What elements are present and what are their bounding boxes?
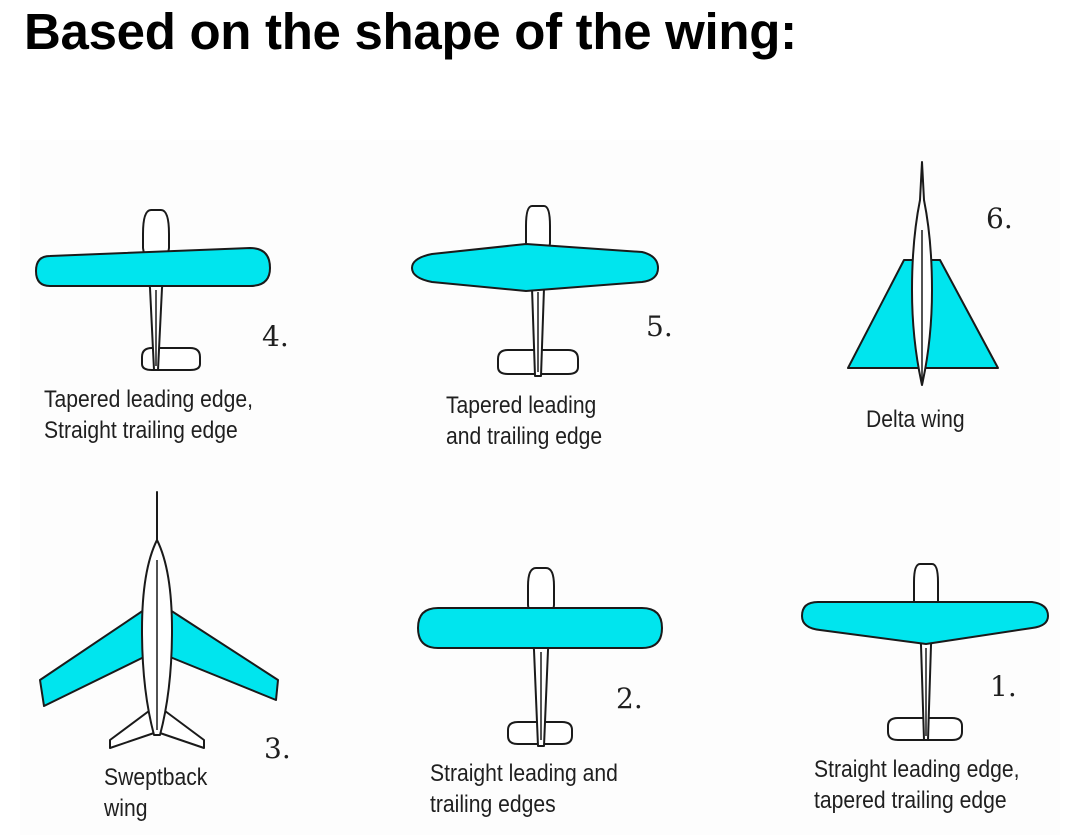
plane-3-sweptback-wing xyxy=(39,491,279,749)
caption-plane-3: Sweptback wing xyxy=(104,762,207,824)
plane-5-tapered-wing xyxy=(411,205,659,377)
planform-number-2: 2. xyxy=(616,682,643,715)
left-wing xyxy=(39,609,145,707)
caption-line-1: Sweptback xyxy=(104,764,208,791)
plane-1-tapered-trailing-edge xyxy=(801,563,1049,741)
caption-line-1: Straight leading edge, xyxy=(814,756,1020,783)
page-title: Based on the shape of the wing: xyxy=(24,3,797,60)
caption-line-1: Delta wing xyxy=(866,406,965,433)
caption-plane-5: Tapered leading and trailing edge xyxy=(446,390,602,452)
caption-plane-6: Delta wing xyxy=(866,404,965,435)
caption-line-1: Tapered leading edge, xyxy=(44,386,254,413)
caption-line-2: wing xyxy=(104,795,148,822)
caption-line-2: and trailing edge xyxy=(446,423,603,450)
caption-line-2: tapered trailing edge xyxy=(814,787,1007,814)
caption-line-2: trailing edges xyxy=(430,791,556,818)
right-wing xyxy=(169,609,279,701)
wing xyxy=(417,607,663,649)
planform-drawings xyxy=(35,161,1049,749)
caption-plane-1: Straight leading edge, tapered trailing … xyxy=(814,754,1019,816)
planform-number-5: 5. xyxy=(646,310,673,343)
wing xyxy=(411,243,659,292)
plane-4-straight-trailing-edge xyxy=(35,209,271,371)
wing xyxy=(801,601,1049,645)
wing-planform-diagram: 4. 5. 6. 3. 2. 1. Tapered leading edge, … xyxy=(20,140,1060,835)
planform-number-6: 6. xyxy=(986,202,1013,235)
wing xyxy=(35,247,271,287)
planform-number-3: 3. xyxy=(264,732,291,765)
planform-number-1: 1. xyxy=(990,670,1017,703)
caption-plane-4: Tapered leading edge, Straight trailing … xyxy=(44,384,253,446)
caption-line-1: Tapered leading xyxy=(446,392,597,419)
caption-line-1: Straight leading and xyxy=(430,760,618,787)
plane-6-delta-wing xyxy=(847,161,999,386)
plane-2-straight-wing xyxy=(417,567,663,747)
caption-plane-2: Straight leading and trailing edges xyxy=(430,758,618,820)
tail-fin xyxy=(141,347,201,371)
caption-line-2: Straight trailing edge xyxy=(44,417,238,444)
planform-number-4: 4. xyxy=(262,320,289,353)
